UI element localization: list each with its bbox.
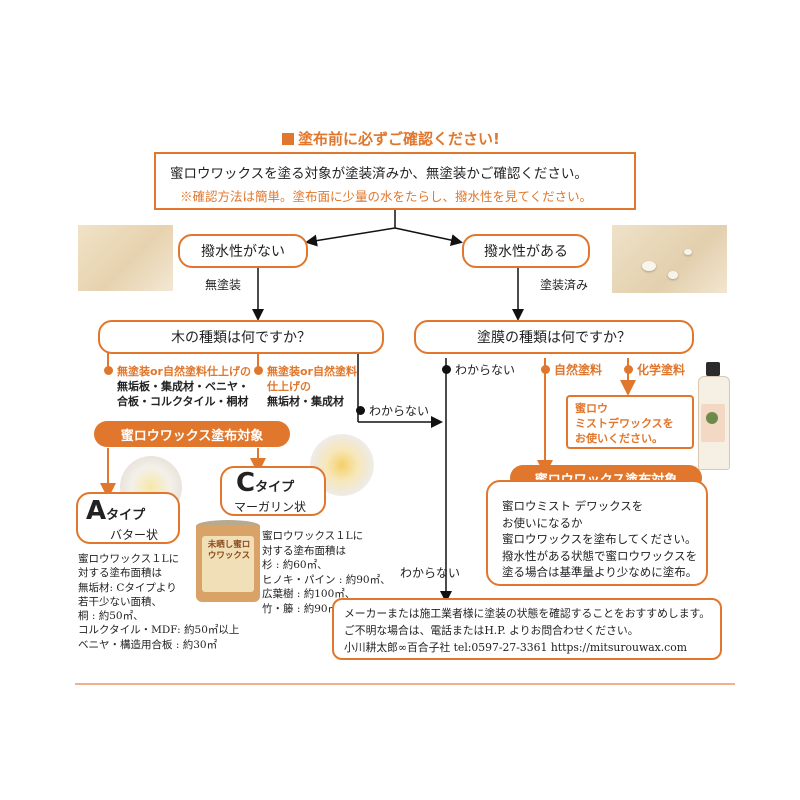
footer-line-1: メーカーまたは施工業者様に塗装の状態を確認することをおすすめします。 xyxy=(344,607,711,620)
type-c-letter: C xyxy=(236,468,256,498)
intro-line-1: 蜜ロウワックスを塗る対象が塗装済みか、無塗装かご確認ください。 xyxy=(170,166,588,182)
orange-dot-icon xyxy=(541,365,550,374)
intro-box: 蜜ロウワックスを塗る対象が塗装済みか、無塗装かご確認ください。 ※確認方法は簡単… xyxy=(154,152,636,210)
coating-type-question: 塗膜の種類は何ですか？ xyxy=(414,320,694,354)
orange-dot-icon xyxy=(104,366,113,375)
wood-water-bead-image xyxy=(612,225,727,293)
header-title: 塗布前に必ずご確認ください! xyxy=(282,128,500,149)
can-label: 未晒し蜜ロウワックス xyxy=(207,540,251,561)
coat-unknown-label: わからない xyxy=(442,363,515,378)
unfinished-label: 無塗装 xyxy=(205,278,242,292)
target-pill-left: 蜜ロウワックス塗布対象 xyxy=(94,421,290,447)
type-a-suffix: タイプ xyxy=(106,508,146,523)
footer-line-3: 小川耕太郎∞百合子社 tel:0597-27-3361 https://mits… xyxy=(344,641,687,654)
wood-type-question: 木の種類は何ですか？ xyxy=(98,320,384,354)
no-water-repellent-box: 撥水性がない xyxy=(178,234,308,268)
type-c-suffix: タイプ xyxy=(255,480,295,495)
coat-chemical-label: 化学塗料 xyxy=(624,363,685,378)
mist-bottle-image xyxy=(696,362,730,470)
orange-dot-icon xyxy=(624,365,633,374)
coverage-a-text: 蜜ロウワックス１Lに 対する塗布面積は 無垢材: Cタイプより 若干少ない面積、… xyxy=(78,553,240,651)
intro-line-2: ※確認方法は簡単。塗布面に少量の水をたらし、撥水性を見てください。 xyxy=(180,189,593,204)
black-dot-icon xyxy=(442,365,451,374)
wax-can-image: 未晒し蜜ロウワックス xyxy=(196,520,260,606)
coverage-c-text: 蜜ロウワックス１Lに 対する塗布面積は 杉 : 約60㎡、 ヒノキ・パイン : … xyxy=(262,530,391,615)
type-a-letter: A xyxy=(86,496,107,526)
water-repellent-box: 撥水性がある xyxy=(462,234,590,268)
type-c-desc: マーガリン状 xyxy=(234,500,307,514)
option-a-text: 無塗装or自然塗料仕上げの 無垢板・集成材・ベニヤ・ 合板・コルクタイル・桐材 xyxy=(104,364,251,409)
option-c-text: 無塗装or自然塗料 仕上げの 無垢材・集成材 xyxy=(254,364,357,409)
wood-unknown-label: わからない xyxy=(356,404,429,419)
mist-note-box: 蜜ロウ ミストデワックスを お使いください。 xyxy=(566,395,694,449)
wood-unfinished-image xyxy=(78,225,173,291)
finished-label: 塗装済み xyxy=(540,278,589,292)
right-result-box: 蜜ロウミスト デワックスを お使いになるか 蜜ロウワックスを塗布してください。 … xyxy=(486,480,708,586)
footer-line-2: ご不明な場合は、電話またはH.P. よりお問合わせください。 xyxy=(344,624,639,637)
type-c-box: Cタイプ マーガリン状 xyxy=(220,466,326,516)
type-a-desc: バター状 xyxy=(110,528,159,542)
coat-natural-label: 自然塗料 xyxy=(541,363,602,378)
bottom-unknown-label: わからない xyxy=(400,566,461,580)
orange-dot-icon xyxy=(254,366,263,375)
footer-box: メーカーまたは施工業者様に塗装の状態を確認することをおすすめします。 ご不明な場… xyxy=(332,598,722,660)
square-bullet-icon xyxy=(282,133,294,145)
black-dot-icon xyxy=(356,406,365,415)
type-a-box: Aタイプ バター状 xyxy=(76,492,180,544)
